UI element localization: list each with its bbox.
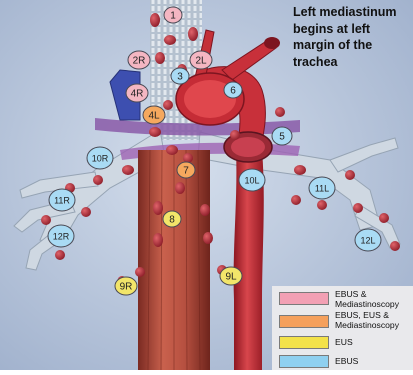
station-label: 11R [54,196,70,206]
station-label: 7 [183,166,189,177]
legend: EBUS &Mediastinoscopy EBUS, EUS &Mediast… [272,286,413,370]
annotation-line: trachea [293,54,411,71]
station-12r: 12R [48,225,74,247]
station-2l: 2L [190,51,212,69]
station-label: 4R [131,89,144,100]
annotation-line: margin of the [293,37,411,54]
legend-swatch [279,355,329,368]
station-label: 12R [53,232,70,242]
station-label: 9L [225,272,237,283]
annotation-line: Left mediastinum [293,4,411,21]
station-9r: 9R [115,277,137,295]
station-4l: 4L [143,106,165,124]
subclavian-lumen [264,37,280,49]
legend-label: EBUS [335,357,358,367]
annotation-line: begins at left [293,21,411,38]
station-label: 1 [170,11,176,22]
station-label: 11L [315,184,329,194]
station-2r: 2R [128,51,150,69]
station-7: 7 [177,162,195,178]
station-label: 10R [92,154,109,164]
station-5: 5 [272,127,292,145]
station-label: 2L [195,56,207,67]
legend-swatch [279,336,329,349]
legend-swatch [279,292,329,305]
station-label: 12L [360,236,375,246]
station-6: 6 [224,82,242,98]
station-label: 6 [230,86,236,97]
station-label: 3 [177,72,183,83]
station-10r: 10R [87,147,113,169]
station-label: 10L [244,176,259,186]
station-9l: 9L [220,267,242,285]
legend-label: EBUS, EUS &Mediastinoscopy [335,311,399,330]
station-10l: 10L [239,169,265,191]
station-12l: 12L [355,229,381,251]
station-11l: 11L [309,177,335,199]
station-label: 9R [120,282,133,293]
legend-label: EBUS &Mediastinoscopy [335,290,399,309]
station-8: 8 [163,211,181,227]
pulmonary-trunk-lumen [231,137,265,157]
station-4r: 4R [126,84,148,102]
station-11r: 11R [49,189,75,211]
legend-label: EUS [335,338,353,348]
annotation-text: Left mediastinum begins at left margin o… [293,4,411,70]
station-label: 8 [169,215,175,226]
station-label: 2R [133,56,146,67]
legend-swatch [279,315,329,328]
station-1: 1 [164,7,182,23]
station-label: 5 [279,132,285,143]
station-3: 3 [171,68,189,84]
station-label: 4L [148,111,160,122]
